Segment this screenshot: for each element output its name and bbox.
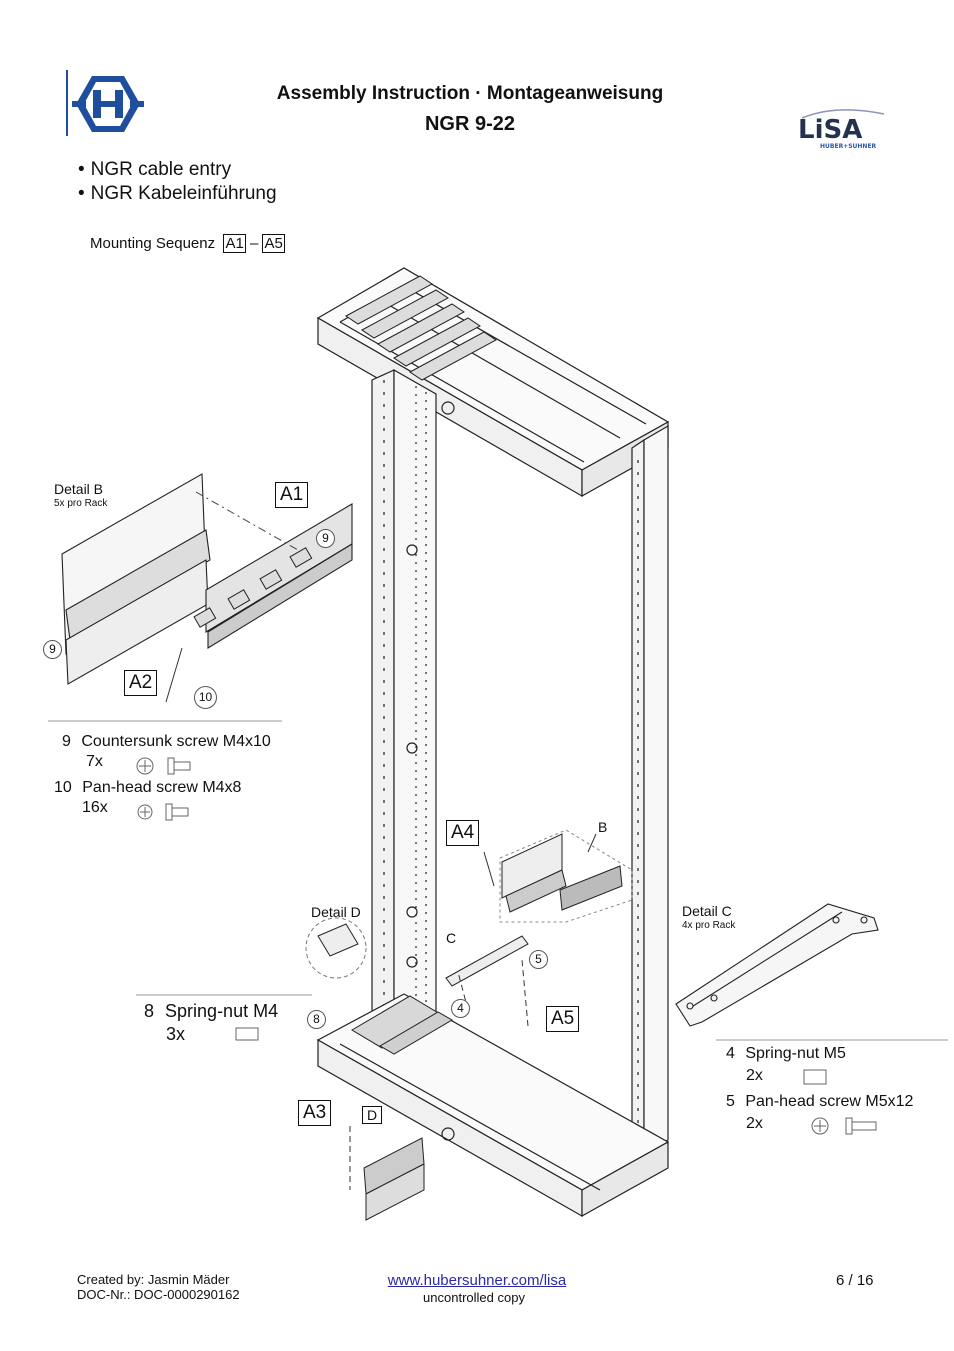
legend-number: 8 <box>144 1001 155 1021</box>
document-subtitle: NGR 9-22 <box>424 113 516 135</box>
sequence-to: A5 <box>262 234 285 253</box>
lisa-logo-sub: HUBER+SUHNER <box>820 143 877 150</box>
legend-number: 5 <box>726 1093 735 1110</box>
legend-number: 9 <box>62 733 71 750</box>
footer-doc-number: DOC-Nr.: DOC-0000290162 <box>77 1287 240 1302</box>
lisa-logo-text: LiSA <box>798 115 862 145</box>
sequence-text: Mounting Sequenz <box>90 235 216 252</box>
legend-qty: 3x <box>166 1024 186 1044</box>
detail-b-subtitle: 5x pro Rack <box>54 498 108 509</box>
bullet-list: NGR cable entry NGR Kabeleinführung <box>78 158 277 206</box>
callout-9-top: 9 <box>316 529 335 548</box>
sequence-from: A1 <box>223 234 246 253</box>
mounting-sequence: Mounting Sequenz A1 – A5 <box>90 234 285 253</box>
legend-label: Countersunk screw M4x10 <box>81 733 271 750</box>
callout-4: 4 <box>451 999 470 1018</box>
detail-c-subtitle: 4x pro Rack <box>682 920 736 931</box>
lisa-logo: LiSA HUBER+SUHNER <box>796 108 888 152</box>
detail-b-title: Detail B <box>54 481 104 497</box>
legend-item-9: 9 Countersunk screw M4x10 <box>62 732 271 752</box>
callout-c: C <box>446 930 457 946</box>
legend-label: Spring-nut M4 <box>165 1001 279 1021</box>
legend-qty: 2x <box>746 1067 763 1084</box>
legend-qty: 7x <box>86 753 103 770</box>
document-title: Assembly Instruction · Montageanweisung <box>276 83 664 104</box>
footer-center: www.hubersuhner.com/lisa <box>0 1272 954 1290</box>
callout-a4: A4 <box>446 820 480 846</box>
legend-number: 4 <box>726 1045 735 1062</box>
callout-10: 10 <box>194 686 217 709</box>
company-logo <box>66 70 146 138</box>
callout-9-left: 9 <box>43 640 62 659</box>
legend-label: Spring-nut M5 <box>745 1045 846 1062</box>
bullet-item: NGR Kabeleinführung <box>78 182 277 206</box>
legend-item-10: 10 Pan-head screw M4x8 <box>54 778 241 798</box>
detail-c-title: Detail C <box>682 903 732 919</box>
sequence-sep: – <box>249 235 259 252</box>
legend-item-4: 4 Spring-nut M5 <box>726 1044 846 1064</box>
page-number: 6 / 16 <box>836 1272 874 1289</box>
footer-website-link[interactable]: www.hubersuhner.com/lisa <box>387 1272 567 1289</box>
callout-a5: A5 <box>546 1006 580 1032</box>
callout-5: 5 <box>529 950 548 969</box>
legend-label: Pan-head screw M4x8 <box>82 779 242 796</box>
detail-d-title: Detail D <box>311 904 361 920</box>
legend-item-8: 8 Spring-nut M4 <box>144 1001 278 1021</box>
legend-qty: 2x <box>746 1115 763 1132</box>
bullet-item: NGR cable entry <box>78 158 277 182</box>
callout-b: B <box>598 819 608 835</box>
callout-8: 8 <box>307 1010 326 1029</box>
footer-created: Created by: Jasmin Mäder <box>77 1272 230 1287</box>
callout-a1: A1 <box>275 482 309 508</box>
legend-label: Pan-head screw M5x12 <box>745 1093 914 1110</box>
legend-qty: 16x <box>82 799 108 816</box>
callout-d: D <box>362 1106 383 1124</box>
callout-a2: A2 <box>124 670 158 696</box>
callout-a3: A3 <box>298 1100 332 1126</box>
legend-item-5: 5 Pan-head screw M5x12 <box>726 1092 913 1112</box>
legend-number: 10 <box>54 779 72 796</box>
footer-uncontrolled: uncontrolled copy <box>423 1290 525 1305</box>
